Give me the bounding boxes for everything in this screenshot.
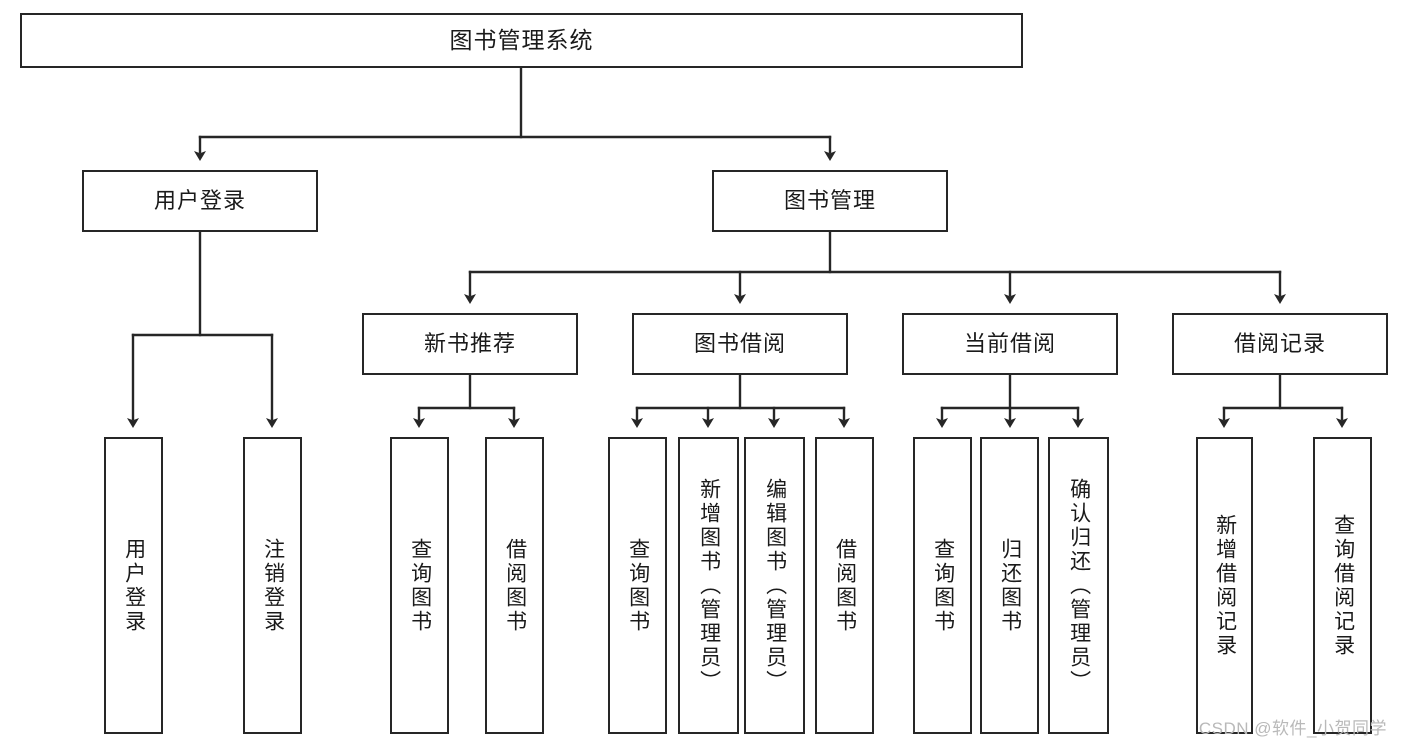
- node-current-borrow[interactable]: 当前借阅: [902, 313, 1118, 375]
- leaf-label: 查询图书: [931, 537, 955, 634]
- leaf-borrow-borrow-book[interactable]: 借阅图书: [815, 437, 874, 734]
- leaf-recommend-borrow-book[interactable]: 借阅图书: [485, 437, 544, 734]
- leaf-label: 确认归还（管理员）: [1067, 477, 1091, 694]
- node-borrow-record[interactable]: 借阅记录: [1172, 313, 1388, 375]
- node-new-book-recommend[interactable]: 新书推荐: [362, 313, 578, 375]
- node-book-management[interactable]: 图书管理: [712, 170, 948, 232]
- node-user-login[interactable]: 用户登录: [82, 170, 318, 232]
- node-root-system[interactable]: 图书管理系统: [20, 13, 1023, 68]
- leaf-current-query-book[interactable]: 查询图书: [913, 437, 972, 734]
- leaf-label: 借阅图书: [833, 537, 857, 634]
- leaf-label: 查询图书: [626, 537, 650, 634]
- leaf-label: 注销登录: [261, 537, 285, 634]
- leaf-label: 用户登录: [122, 537, 146, 634]
- leaf-label: 查询借阅记录: [1331, 513, 1355, 658]
- leaf-user-login-signin[interactable]: 用户登录: [104, 437, 163, 734]
- leaf-label: 新增借阅记录: [1213, 513, 1237, 658]
- leaf-user-login-signout[interactable]: 注销登录: [243, 437, 302, 734]
- leaf-recommend-query-book[interactable]: 查询图书: [390, 437, 449, 734]
- leaf-label: 归还图书: [998, 537, 1022, 634]
- leaf-label: 新增图书（管理员）: [697, 477, 721, 694]
- watermark-text: CSDN @软件_小贺同学: [1198, 719, 1387, 738]
- leaf-record-query-record[interactable]: 查询借阅记录: [1313, 437, 1372, 734]
- leaf-current-return-book[interactable]: 归还图书: [980, 437, 1039, 734]
- leaf-record-add-record[interactable]: 新增借阅记录: [1196, 437, 1253, 734]
- leaf-label: 查询图书: [408, 537, 432, 634]
- node-book-borrow[interactable]: 图书借阅: [632, 313, 848, 375]
- leaf-label: 编辑图书（管理员）: [763, 477, 787, 694]
- leaf-label: 借阅图书: [503, 537, 527, 634]
- leaf-borrow-add-book-admin[interactable]: 新增图书（管理员）: [678, 437, 739, 734]
- leaf-borrow-query-book[interactable]: 查询图书: [608, 437, 667, 734]
- leaf-current-confirm-return-admin[interactable]: 确认归还（管理员）: [1048, 437, 1109, 734]
- leaf-borrow-edit-book-admin[interactable]: 编辑图书（管理员）: [744, 437, 805, 734]
